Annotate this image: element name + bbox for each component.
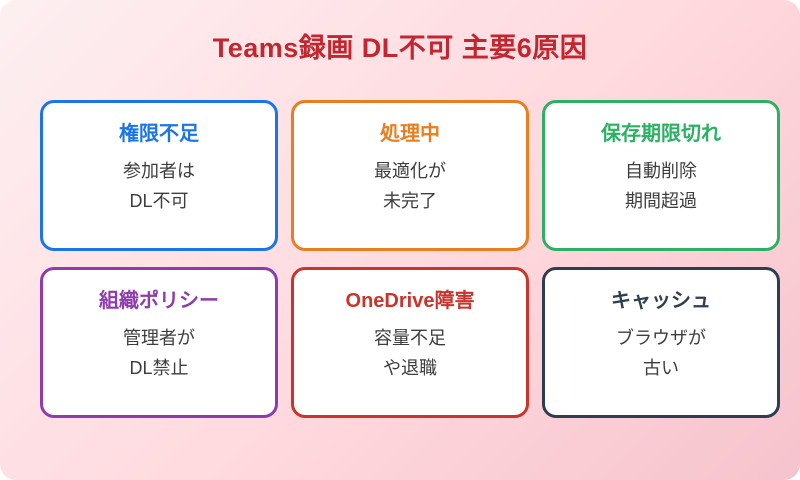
card-onedrive-line-2: や退職: [383, 358, 437, 378]
card-onedrive-title: OneDrive障害: [345, 290, 475, 312]
card-onedrive-body: 容量不足 や退職: [294, 323, 526, 383]
card-processing-title: 処理中: [380, 123, 440, 145]
card-retention-title: 保存期限切れ: [601, 123, 721, 145]
page-title: Teams録画 DL不可 主要6原因: [212, 33, 588, 63]
card-retention-line-2: 期間超過: [625, 191, 697, 211]
card-permission: 権限不足 参加者は DL不可: [40, 100, 278, 251]
cards-grid: 権限不足 参加者は DL不可 処理中 最適化が 未完了 保存期限切れ 自動削除 …: [40, 100, 780, 418]
card-policy-body: 管理者が DL禁止: [43, 323, 275, 383]
card-policy: 組織ポリシー 管理者が DL禁止: [40, 267, 278, 418]
card-permission-title: 権限不足: [119, 123, 199, 145]
card-processing: 処理中 最適化が 未完了: [291, 100, 529, 251]
card-policy-line-1: 管理者が: [123, 328, 195, 348]
card-onedrive: OneDrive障害 容量不足 や退職: [291, 267, 529, 418]
card-permission-body: 参加者は DL不可: [43, 156, 275, 216]
card-permission-line-1: 参加者は: [123, 161, 195, 181]
card-cache-line-2: 古い: [643, 358, 679, 378]
card-cache-body: ブラウザが 古い: [545, 323, 777, 383]
card-permission-line-2: DL不可: [129, 191, 189, 211]
card-cache-title: キャッシュ: [611, 290, 711, 312]
card-retention-line-1: 自動削除: [625, 161, 697, 181]
card-processing-line-2: 未完了: [383, 191, 437, 211]
card-onedrive-line-1: 容量不足: [374, 328, 446, 348]
card-retention: 保存期限切れ 自動削除 期間超過: [542, 100, 780, 251]
card-cache: キャッシュ ブラウザが 古い: [542, 267, 780, 418]
card-processing-body: 最適化が 未完了: [294, 156, 526, 216]
card-cache-line-1: ブラウザが: [616, 328, 706, 348]
card-retention-body: 自動削除 期間超過: [545, 156, 777, 216]
card-policy-line-2: DL禁止: [129, 358, 189, 378]
card-policy-title: 組織ポリシー: [99, 290, 219, 312]
card-processing-line-1: 最適化が: [374, 161, 446, 181]
